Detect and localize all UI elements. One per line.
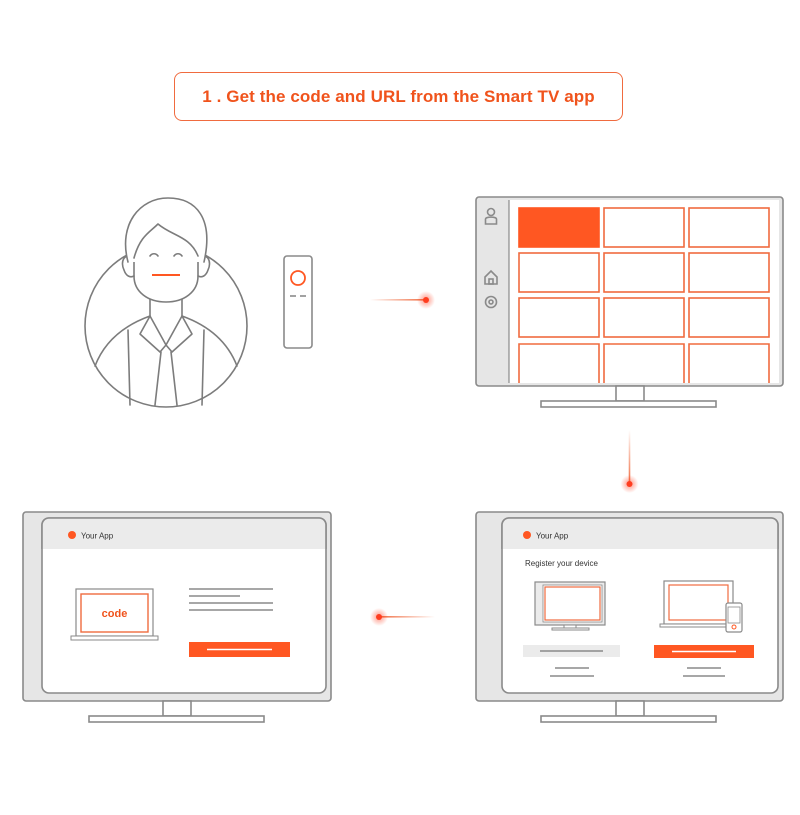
laptop-phone-icon [659, 580, 743, 633]
register-heading: Register your device [525, 559, 598, 568]
remote-control-icon [283, 255, 313, 349]
app-name: Your App [81, 532, 114, 541]
person-icon [84, 197, 248, 408]
app-name: Your App [536, 532, 569, 541]
app-dot-icon [68, 531, 76, 539]
code-label: code [102, 608, 128, 620]
app-dot-icon [523, 531, 531, 539]
step-title: 1 . Get the code and URL from the Smart … [174, 72, 623, 121]
connector-arrow-3 [370, 608, 435, 626]
connector-arrow-1 [370, 291, 435, 309]
settings-icon [484, 295, 498, 309]
home-icon [484, 269, 498, 285]
app-tiles [518, 207, 770, 383]
laptop-code-icon [70, 588, 159, 641]
tv-register-device: Your App Register your device [475, 511, 784, 723]
person-icon [484, 207, 498, 225]
tv-device-icon [534, 581, 606, 631]
tv-code-screen: Your App code [22, 511, 332, 723]
connector-arrow-2 [620, 430, 639, 493]
tv-app-grid [475, 196, 784, 408]
